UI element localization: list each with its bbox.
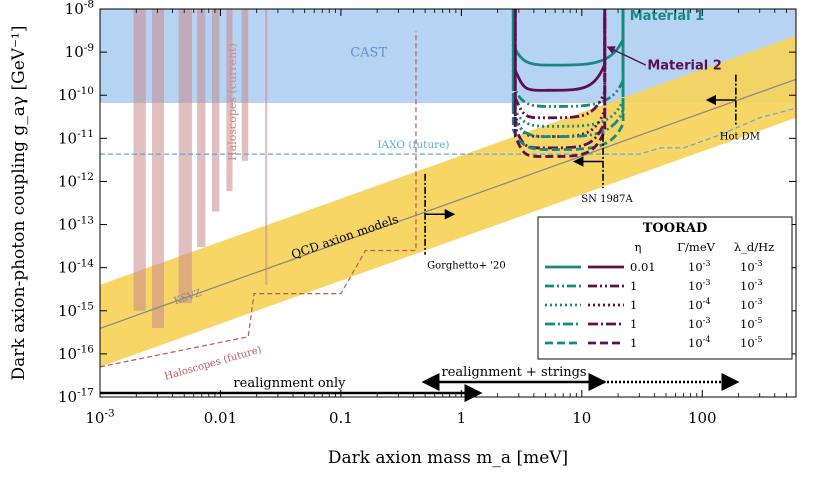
iaxo-line	[100, 107, 796, 155]
toorad-curve	[513, 9, 607, 92]
toorad-curve	[513, 9, 607, 150]
toorad-curve	[511, 9, 625, 108]
y-tick-label: 10-12	[58, 171, 94, 190]
haloscope-bar	[151, 9, 165, 328]
haloscope-bar	[211, 9, 220, 212]
legend-eta: 1	[630, 279, 637, 293]
iaxo-label: IAXO (future)	[377, 139, 449, 151]
haloscope-bar	[241, 9, 249, 161]
haloscopes-future-line	[100, 31, 417, 368]
legend-eta: 0.01	[630, 260, 656, 274]
haloscope-bar	[133, 9, 146, 311]
y-tick-label: 10-11	[58, 128, 94, 147]
haloscopes-current-label: Haloscopes (current)	[226, 43, 239, 161]
legend-lambda: 10-3	[740, 297, 762, 312]
bound-label: SN 1987A	[581, 194, 633, 205]
bound-label: Gorghetto+ '20	[427, 261, 506, 272]
y-tick-label: 10-14	[58, 257, 94, 276]
legend-gamma: 10-3	[688, 316, 710, 331]
x-tick-label: 1	[457, 409, 467, 427]
haloscope-bar	[197, 9, 206, 248]
scenario-label: realignment + strings	[442, 365, 587, 380]
legend-gamma: 10-4	[688, 335, 710, 350]
toorad-curve	[511, 9, 625, 128]
legend-header: η	[635, 240, 642, 254]
legend-eta: 1	[630, 336, 637, 350]
material-2-pointer	[606, 46, 647, 66]
x-axis-label: Dark axion mass m_a [meV]	[328, 448, 568, 468]
legend-lambda: 10-3	[740, 259, 762, 274]
legend-eta: 1	[630, 298, 637, 312]
cast-label: CAST	[350, 45, 387, 60]
legend-header: λ_d/Hz	[734, 240, 774, 254]
haloscope-bar	[226, 9, 233, 192]
x-tick-label: 0.1	[329, 409, 353, 427]
y-tick-label: 10-13	[58, 214, 94, 233]
x-tick-label: 0.01	[204, 409, 237, 427]
material-1-label: Material 1	[630, 9, 704, 24]
y-axis-label: Dark axion-photon coupling g_aγ [GeV⁻¹]	[9, 26, 29, 381]
y-tick-label: 10-17	[58, 387, 94, 406]
legend-gamma: 10-3	[688, 278, 710, 293]
legend-gamma: 10-3	[688, 259, 710, 274]
ksvz-line	[100, 78, 796, 330]
legend-title: TOORAD	[643, 221, 708, 236]
legend-header: Γ/meV	[677, 240, 716, 254]
material-2-label: Material 2	[647, 58, 721, 73]
haloscope-bar	[178, 9, 192, 304]
y-tick-label: 10-16	[58, 344, 94, 363]
toorad-curve	[513, 9, 607, 120]
legend-gamma: 10-4	[688, 297, 710, 312]
y-tick-label: 10-15	[58, 300, 94, 319]
x-tick-label: 10	[572, 409, 591, 427]
y-tick-label: 10-8	[65, 0, 94, 18]
toorad-curve	[511, 9, 625, 151]
bound-label: Hot DM	[720, 131, 760, 142]
legend-lambda: 10-3	[740, 278, 762, 293]
legend-lambda: 10-5	[740, 316, 762, 331]
plot-frame	[99, 8, 797, 398]
haloscope-bar	[265, 9, 268, 285]
legend-box	[537, 216, 793, 360]
toorad-curve	[511, 9, 625, 138]
x-tick-label: 10-3	[85, 408, 114, 427]
legend-lambda: 10-5	[740, 335, 762, 350]
y-tick-label: 10-10	[58, 85, 94, 104]
x-tick-label: 100	[688, 409, 717, 427]
y-tick-label: 10-9	[65, 42, 94, 61]
scenario-label: realignment only	[233, 376, 346, 391]
legend-eta: 1	[630, 317, 637, 331]
